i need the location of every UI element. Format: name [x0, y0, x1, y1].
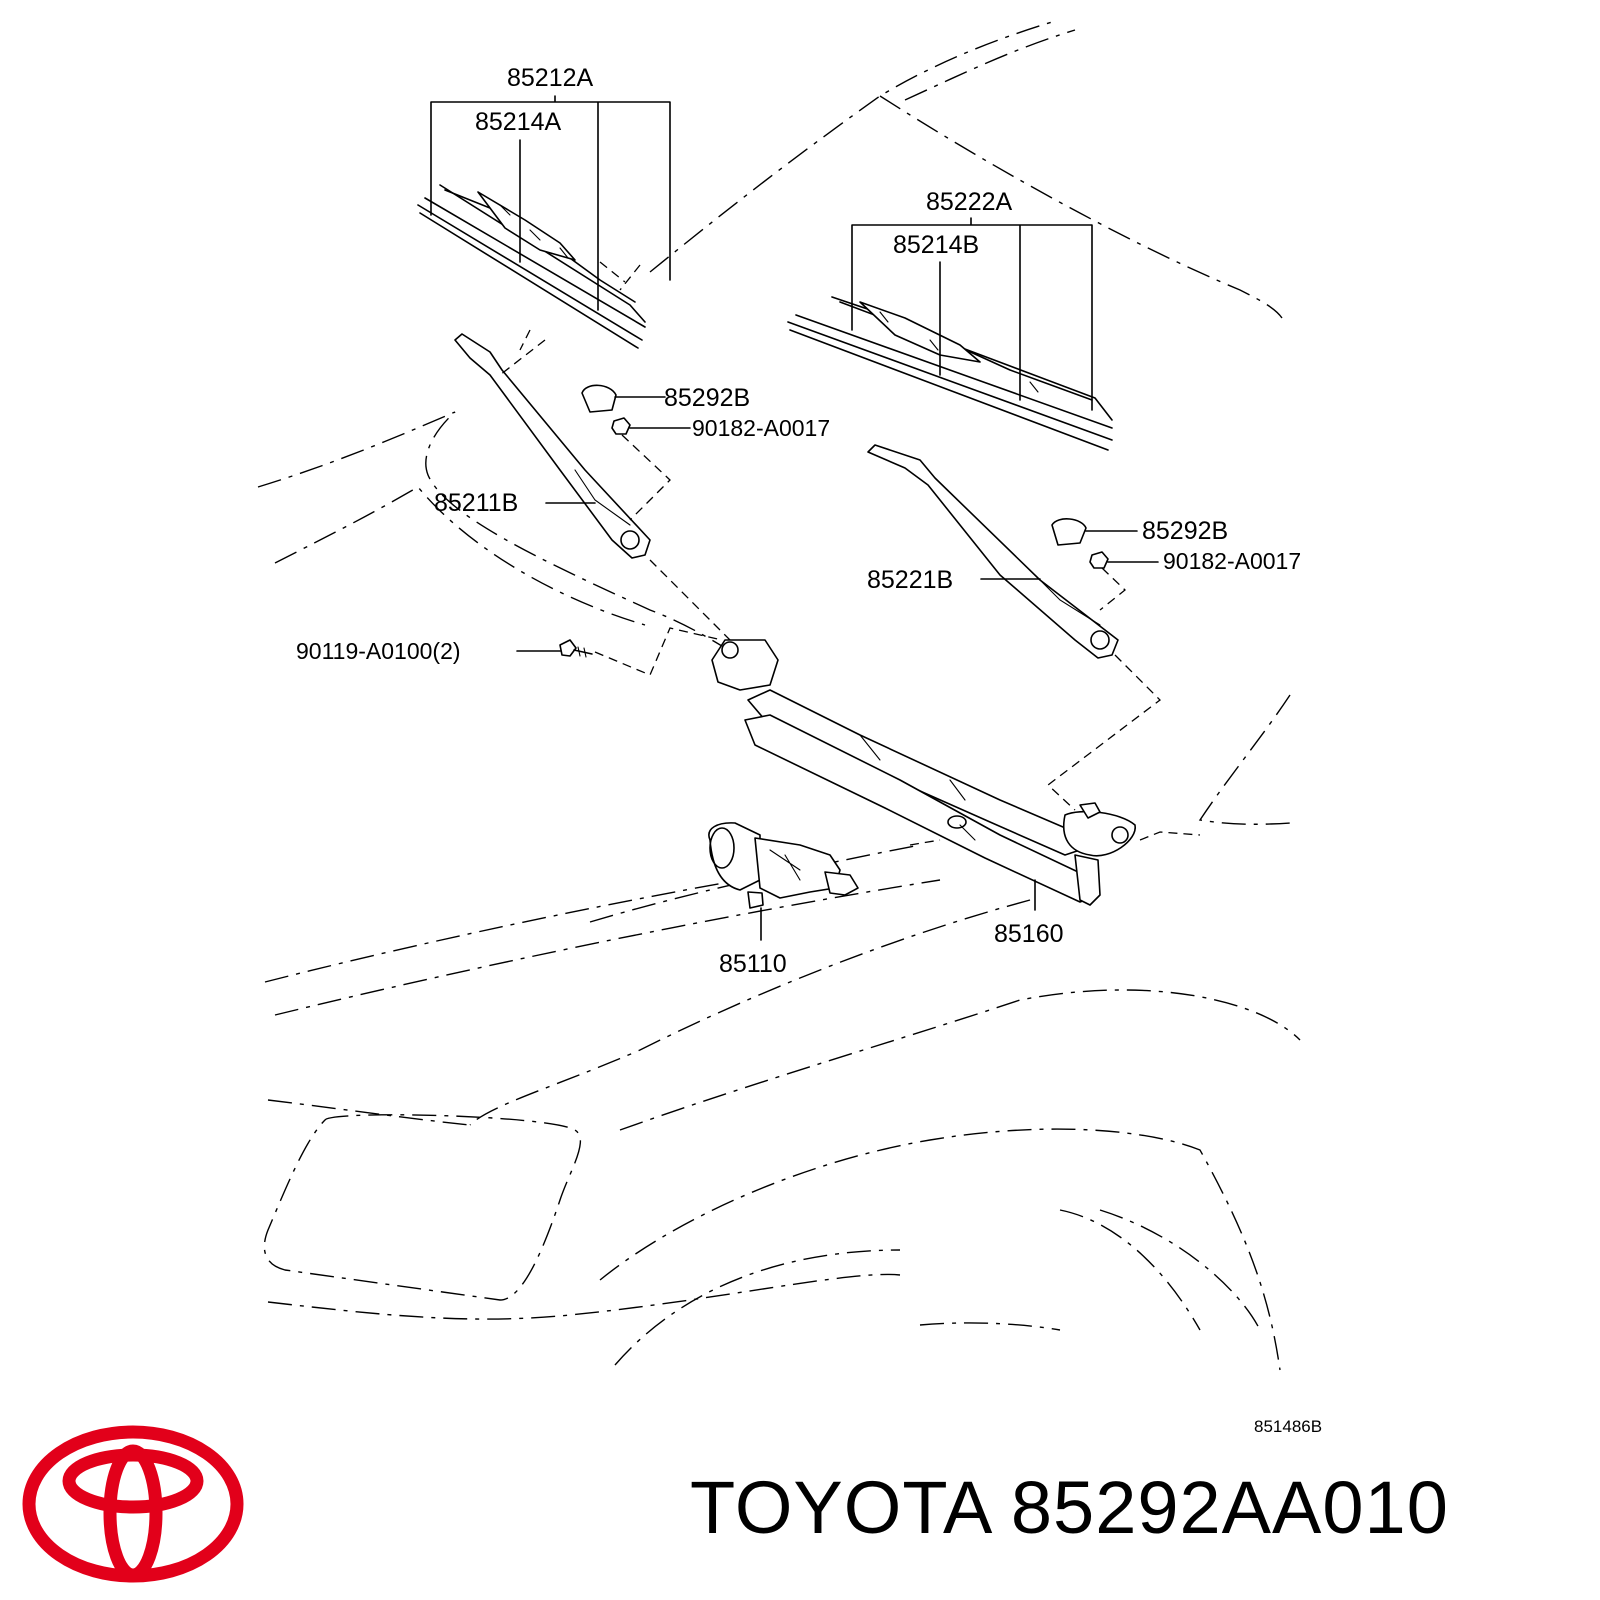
label-85214A: 85214A — [475, 108, 562, 136]
nut-rh — [1089, 551, 1109, 569]
label-nut-rh: 90182-A0017 — [1163, 548, 1301, 574]
label-cap-rh: 85292B — [1142, 517, 1228, 545]
label-85221B: 85221B — [867, 566, 953, 594]
callout-labels: 85212A 85214A 85222A 85214B 85292B 90182… — [296, 64, 1322, 1436]
label-85222A: 85222A — [926, 188, 1013, 216]
toyota-logo — [22, 1425, 244, 1583]
vehicle-body-outline — [257, 21, 1301, 1371]
bolt — [559, 639, 593, 658]
label-85212A: 85212A — [507, 64, 594, 92]
label-85110: 85110 — [719, 950, 787, 978]
label-85160: 85160 — [994, 920, 1064, 948]
label-nut-lh: 90182-A0017 — [692, 415, 830, 441]
brand-name: TOYOTA — [690, 1466, 990, 1549]
wiper-blade-rh — [787, 296, 1113, 451]
cap-lh — [581, 384, 617, 413]
nut-lh — [611, 417, 631, 435]
wiper-blade-lh — [417, 184, 646, 349]
part-number: 85292AA010 — [1010, 1466, 1449, 1549]
label-cap-lh: 85292B — [664, 384, 750, 412]
leader-lines — [430, 95, 1201, 941]
cap-rh — [1051, 518, 1087, 546]
label-bolt: 90119-A0100(2) — [296, 638, 461, 664]
wiper-link — [711, 639, 1136, 906]
illustration-code: 851486B — [1254, 1417, 1322, 1436]
part-caption: TOYOTA 85292AA010 — [690, 1458, 1590, 1558]
wiper-arm-lh — [454, 333, 651, 559]
wiper-motor — [708, 822, 859, 909]
label-85211B: 85211B — [434, 489, 518, 517]
label-85214B: 85214B — [893, 231, 979, 259]
wiper-arm-rh — [867, 444, 1119, 659]
